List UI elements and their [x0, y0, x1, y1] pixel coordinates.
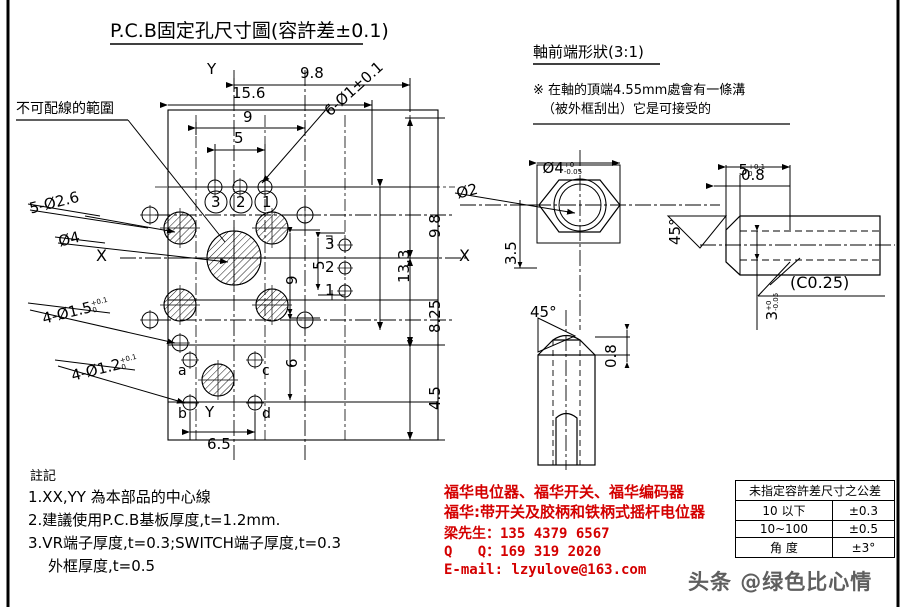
dim-value: 3: [763, 310, 781, 321]
shaft-note-line1: ※ 在軸的頂端4.55mm處會有一條溝: [533, 83, 746, 98]
callout-no-wiring-area: 不可配線的範圍: [16, 101, 114, 117]
dim-right-8.25: 8.25: [426, 299, 444, 333]
dim-value: Ø4: [542, 159, 564, 177]
dim-0.8-shaft: 0.8: [741, 166, 765, 184]
watermark: 头条 @绿色比心情: [688, 570, 873, 594]
dim-right-9.8: 9.8: [426, 214, 444, 238]
contact-line-2: 福华:带开关及胶柄和铁柄式摇杆电位器: [444, 503, 706, 521]
tol-plus: +0.1: [748, 162, 766, 171]
terminal-circle-3: 3: [211, 193, 221, 211]
pad-label-a: a: [178, 363, 187, 379]
dim-bottom-6.5: 6.5: [207, 435, 231, 453]
angle-45-bottom: 45°: [530, 303, 557, 321]
terminal-circle-1: 1: [262, 193, 272, 211]
dim-value: 5: [738, 161, 749, 179]
pad-label-d: d: [262, 406, 271, 422]
contact-line-1: 福华电位器、福华开关、福华编码器: [444, 483, 685, 501]
contact-line-4: Q Q：169 319 2020: [444, 544, 602, 560]
table-row: 10 以下 ±0.3: [735, 500, 896, 521]
dim-3.5: 3.5: [502, 241, 520, 265]
dim-top-9: 9: [243, 108, 253, 126]
tol-range-1: 10 以下: [735, 500, 833, 521]
tolerance-table-header: 未指定容許差尺寸之公差: [735, 480, 895, 501]
chamfer-label-c025: (C0.25): [790, 273, 850, 292]
terminal-circle-2: 2: [236, 193, 246, 211]
tol-minus: 0: [91, 305, 98, 315]
pad-label-b: b: [178, 406, 187, 422]
angle-45-left: 45°: [666, 218, 684, 245]
axis-label-x-left: X: [96, 246, 107, 265]
contact-line-5: E-mail: lzyulove@163.com: [444, 562, 647, 578]
table-row-header: 未指定容許差尺寸之公差: [735, 480, 895, 501]
note-item-4: 外框厚度,t=0.5: [48, 557, 156, 575]
contact-line-3: 梁先生：135 4379 6567: [444, 526, 610, 542]
dim-right-4.5: 4.5: [426, 386, 444, 410]
terminal-side-2: 2: [325, 258, 335, 276]
pad-label-c: c: [262, 363, 270, 379]
dim-inner-9: 9: [283, 275, 301, 285]
tol-plus: +0: [563, 160, 575, 169]
notes-heading: 註記: [30, 469, 57, 484]
dim-0.8-detail: 0.8: [602, 344, 620, 368]
dim-3-shaft: 3+0-0.05: [750, 292, 781, 330]
dim-inner-6: 6: [283, 358, 301, 368]
dim-top-5: 5: [234, 129, 244, 147]
table-row: 角 度 ±3°: [735, 537, 896, 558]
axis-label-y-bottom: Y: [205, 403, 215, 421]
dim-top-9.8: 9.8: [300, 64, 324, 82]
tol-minus: -0.05: [563, 167, 583, 176]
tol-minus: 0: [120, 362, 127, 372]
table-row: 10~100 ±0.5: [735, 520, 896, 538]
tolerance-table: 未指定容許差尺寸之公差 10 以下 ±0.3 10~100 ±0.5 角 度 ±…: [735, 480, 896, 558]
axis-label-y-top: Y: [207, 60, 217, 78]
shaft-view-title: 軸前端形狀(3:1): [533, 43, 644, 61]
dim-right-13.3: 13.3: [395, 249, 413, 283]
tol-minus: -0.05: [771, 292, 780, 311]
tol-range-2: 10~100: [735, 520, 833, 538]
note-item-3: 3.VR端子厚度,t=0.3;SWITCH端子厚度,t=0.3: [28, 534, 342, 552]
note-item-2: 2.建議使用P.C.B基板厚度,t=1.2mm.: [28, 511, 281, 529]
page-title: P.C.B固定孔尺寸圖(容許差±0.1): [110, 20, 389, 42]
terminal-side-1: 1: [325, 281, 335, 299]
note-item-1: 1.XX,YY 為本部品的中心線: [28, 488, 211, 506]
dim-dia4: Ø4+0-0.05: [533, 146, 582, 176]
shaft-note-line2: （被外框刮出）它是可接受的: [542, 102, 712, 117]
dim-inner-5: 5: [310, 260, 328, 270]
tol-minus: 0: [748, 169, 753, 178]
tol-value-3: ±3°: [831, 537, 896, 558]
tol-value-1: ±0.3: [831, 500, 896, 521]
terminal-side-3: 3: [325, 235, 335, 253]
tol-range-3: 角 度: [735, 537, 833, 558]
axis-label-x-right: X: [459, 246, 470, 265]
tol-value-2: ±0.5: [831, 520, 896, 538]
dim-top-15.6: 15.6: [232, 84, 266, 102]
